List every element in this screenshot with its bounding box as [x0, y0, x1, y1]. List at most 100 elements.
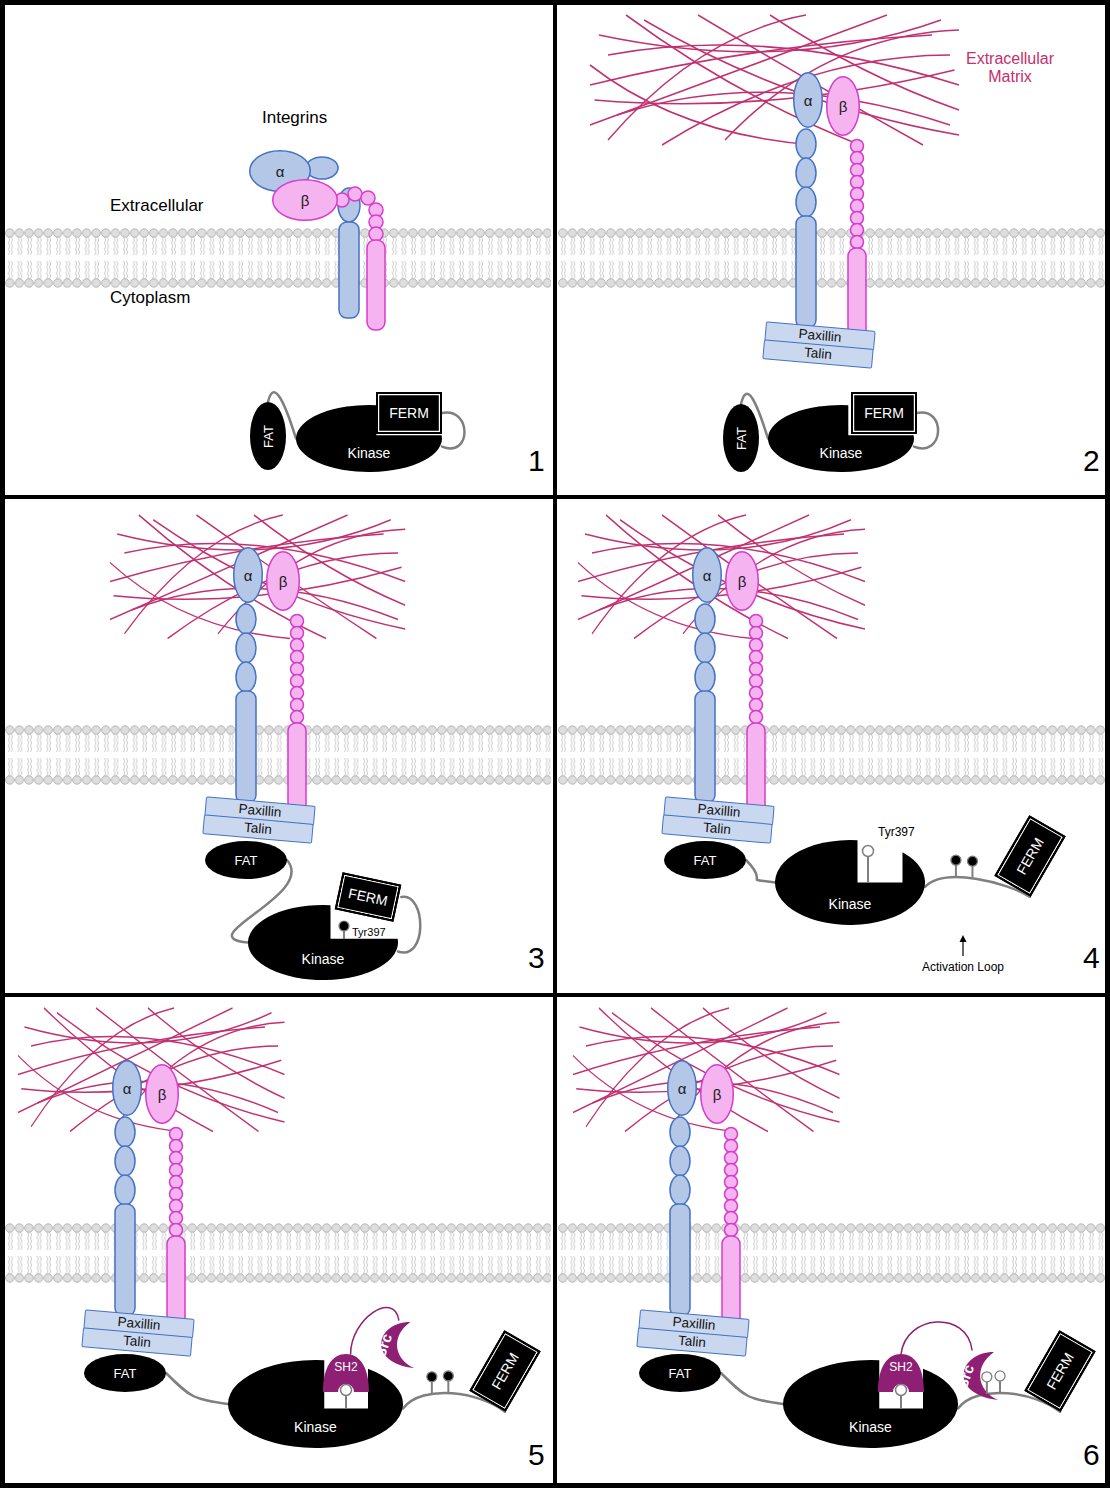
illustration-part	[962, 940, 963, 956]
kinase-domain-shape	[775, 840, 925, 925]
integrin-beta-head: β	[145, 1064, 179, 1124]
fat-domain-shape	[84, 1354, 166, 1392]
illustration-part	[5, 1223, 551, 1283]
node-text: α	[276, 164, 285, 179]
node-text: FERM	[1044, 1350, 1076, 1391]
integrin-beta-head: β	[700, 1064, 734, 1124]
annotation-label: Integrins	[262, 108, 327, 128]
ferm-domain: FERM	[376, 392, 442, 434]
integrin-alpha-head-shape	[113, 1061, 142, 1116]
panel-number: 6	[1083, 1438, 1100, 1473]
illustration-part	[558, 725, 1106, 785]
illustration-part	[558, 725, 1106, 785]
kinase-domain-shape	[296, 405, 442, 472]
node-text: α	[678, 1081, 687, 1096]
node-text: β	[301, 193, 310, 208]
node-text: FAT	[735, 427, 748, 450]
node-text: SH2	[334, 1361, 357, 1373]
illustration-part	[960, 935, 967, 942]
integrin-alpha-head-shape	[668, 1061, 697, 1116]
tyrosine-site	[896, 1385, 907, 1410]
phosphorylation-site	[427, 1372, 437, 1394]
phosphorylation-site	[982, 1372, 992, 1394]
integrin-beta-head-shape	[726, 552, 759, 611]
phosphorylation-site	[951, 855, 961, 877]
illustration-part	[5, 725, 551, 785]
illustration-part	[115, 1117, 185, 1328]
kinase-domain: Kinase	[783, 1360, 958, 1448]
site-head	[982, 1372, 992, 1382]
node-text: FAT	[114, 1367, 137, 1380]
annotation-label: Tyr397	[352, 926, 386, 939]
site-head	[427, 1372, 437, 1382]
pointer-arrow	[960, 935, 967, 956]
fat-domain: FAT	[664, 841, 746, 879]
ferm-domain: FERM	[335, 872, 402, 922]
integrin-alpha-head: α	[667, 1060, 697, 1116]
phosphorylation-site	[967, 856, 977, 878]
panel-number: 2	[1083, 444, 1100, 479]
node-text: FAT	[669, 1367, 692, 1380]
linker-line	[721, 1373, 783, 1404]
fat-domain-shape	[664, 841, 746, 879]
illustration-part	[306, 157, 338, 179]
fat-domain-shape	[639, 1354, 721, 1392]
site-stick	[986, 1382, 988, 1394]
illustration-part	[18, 1008, 285, 1132]
node-text: Talin	[804, 346, 833, 362]
tyrosine-site	[339, 921, 349, 939]
annotation-label: Extracellular Matrix	[955, 50, 1065, 87]
src-kinase: Src	[370, 1320, 418, 1370]
linker-line	[746, 860, 775, 883]
linker-line	[901, 1322, 972, 1354]
panel-number: 5	[528, 1438, 545, 1473]
illustration-part	[670, 1117, 740, 1328]
site-head	[995, 1371, 1005, 1381]
node-text: FAT	[262, 425, 275, 448]
kinase-domain-shape	[783, 1360, 958, 1448]
kinase-domain: Kinase	[228, 1360, 403, 1448]
annotation-label: Extracellular	[110, 196, 204, 216]
ferm-domain: FERM	[469, 1330, 540, 1412]
illustration-part	[896, 1385, 907, 1396]
node-text: Kinase	[820, 446, 863, 460]
node-text: SH2	[889, 1361, 912, 1373]
integrin-beta-head-shape	[273, 180, 338, 221]
fat-domain: FAT	[84, 1354, 166, 1392]
illustration-part	[110, 515, 405, 639]
site-head	[967, 856, 977, 866]
illustration-part	[553, 0, 557, 1488]
integrin-beta-head-shape	[146, 1065, 179, 1124]
node-text: β	[158, 1087, 167, 1102]
node-text: FERM	[1014, 835, 1046, 876]
fat-domain: FAT	[205, 841, 287, 879]
illustration-part	[0, 993, 1110, 997]
integrin-alpha-head: α	[112, 1060, 142, 1116]
annotation-label: Cytoplasm	[110, 288, 190, 308]
node-text: Kinase	[294, 1420, 337, 1434]
node-text: Talin	[678, 1334, 707, 1350]
kinase-domain-shape	[768, 405, 914, 472]
node-text: β	[279, 574, 288, 589]
site-stick	[955, 865, 957, 877]
site-stick	[447, 1381, 449, 1393]
illustration-part	[900, 1396, 902, 1410]
illustration-part	[578, 515, 865, 639]
site-head	[951, 855, 961, 865]
illustration-part	[5, 228, 551, 288]
illustration-part	[0, 495, 1110, 499]
illustration-part	[335, 187, 385, 330]
integrin-beta-head-shape	[701, 1065, 734, 1124]
illustration-part	[5, 725, 551, 785]
node-text: FAT	[235, 854, 258, 867]
integrin-alpha-head: α	[233, 547, 263, 603]
integrin-alpha-head-shape	[234, 548, 263, 603]
node-text: Kinase	[302, 952, 345, 966]
integrin-beta-head-shape	[827, 77, 860, 136]
illustration-part	[369, 227, 383, 241]
node-text: Kinase	[829, 897, 872, 911]
node-text: FERM	[389, 406, 429, 420]
